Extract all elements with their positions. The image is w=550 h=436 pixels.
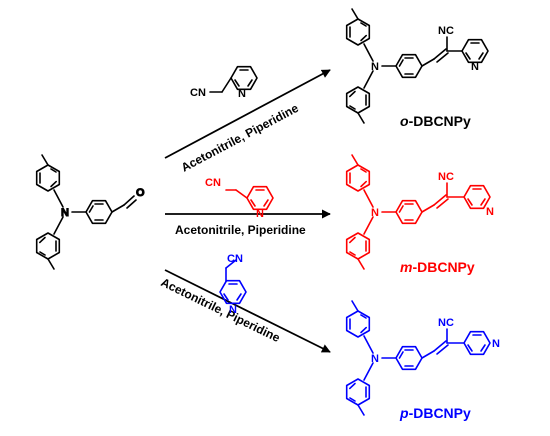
aldehyde-oxygen-label: O <box>136 187 145 199</box>
product-meta-amine-n: N <box>371 207 379 219</box>
product-ortho-nitrile-label: NC <box>438 25 454 37</box>
product-para-structure <box>347 301 491 415</box>
condition-para: Acetonitrile, Piperidine <box>159 275 283 345</box>
product-para-nitrile-label: NC <box>438 317 454 329</box>
product-meta-name: m-DBCNPy <box>400 259 475 275</box>
product-para-name: p-DBCNPy <box>399 405 471 421</box>
reagent-meta-pyridine-n: N <box>256 208 264 220</box>
condition-ortho: Acetonitrile, Piperidine <box>179 101 301 175</box>
reagent-para-pyridine-n: N <box>229 304 237 316</box>
amine-nitrogen-label: N <box>61 207 69 219</box>
starting-aldehyde: N O <box>37 155 146 269</box>
reagent-4-pyridylacetonitrile <box>219 259 247 305</box>
product-ortho-amine-n: N <box>371 61 379 73</box>
product-ortho-name: o-DBCNPy <box>400 113 471 129</box>
condition-meta: Acetonitrile, Piperidine <box>175 223 306 237</box>
reagent-ortho-pyridine-n: N <box>238 88 246 100</box>
reagent-ortho-nitrile-label: CN <box>190 87 206 99</box>
reagent-2-pyridylacetonitrile <box>209 65 258 93</box>
arrow-ortho-route <box>164 69 331 159</box>
reagent-para-nitrile-label: CN <box>227 253 243 265</box>
product-meta-nitrile-label: NC <box>438 171 454 183</box>
product-meta-structure <box>347 155 491 269</box>
product-ortho-pyridine-n: N <box>471 61 479 73</box>
product-para-amine-n: N <box>371 353 379 365</box>
product-meta-pyridine-n: N <box>486 206 494 218</box>
reagent-3-pyridylacetonitrile <box>225 185 274 211</box>
product-ortho-structure <box>347 9 489 123</box>
product-para-pyridine-n: N <box>492 338 500 350</box>
reagent-meta-nitrile-label: CN <box>205 177 221 189</box>
arrow-para-route <box>164 269 331 353</box>
